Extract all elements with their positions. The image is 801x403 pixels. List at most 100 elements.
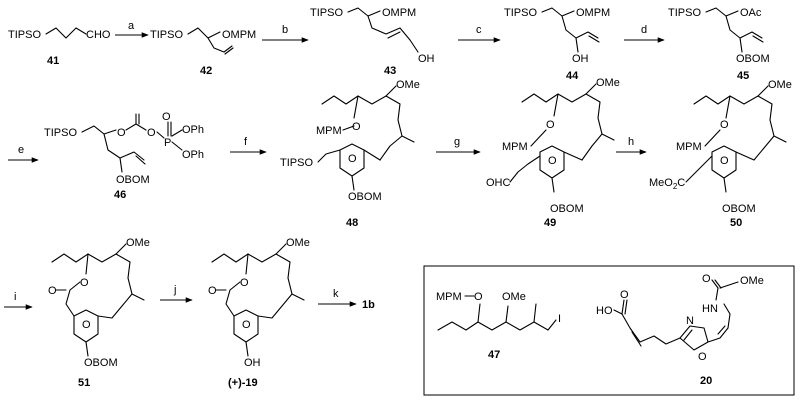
bond-carbamate-o bbox=[711, 279, 719, 289]
bond-backbone-top bbox=[557, 93, 601, 103]
group-oph-1: OPh bbox=[182, 124, 204, 136]
bond-methyl bbox=[131, 293, 145, 301]
bond-backbone-right bbox=[379, 103, 403, 161]
group-ring-o: O bbox=[720, 155, 729, 167]
compound-number: 51 bbox=[78, 377, 90, 389]
bond-to-i bbox=[547, 319, 557, 331]
bond-backbone-right bbox=[271, 261, 293, 319]
bond-double bbox=[224, 47, 234, 55]
group-oh: OH bbox=[244, 357, 261, 369]
group-oh: OH bbox=[418, 53, 435, 65]
step-label: e bbox=[18, 144, 24, 156]
bond-to-oh bbox=[245, 341, 249, 357]
group-ome: OMe bbox=[768, 79, 792, 91]
bond-to-o bbox=[353, 95, 359, 119]
compound-number: 46 bbox=[114, 189, 126, 201]
ring-thp bbox=[711, 145, 737, 179]
bond-p-oph2 bbox=[171, 141, 183, 151]
reaction-arrow-a: a bbox=[115, 20, 149, 38]
bond-to-obom bbox=[351, 175, 355, 191]
reaction-arrow-j: j bbox=[160, 284, 193, 303]
compound-number: 43 bbox=[384, 65, 396, 77]
bond-co bbox=[621, 299, 625, 315]
group-tipso: TIPSO bbox=[504, 7, 537, 19]
compound-1b: 1b bbox=[362, 299, 375, 311]
group-lactone-o: O bbox=[80, 277, 89, 289]
reaction-arrow-e: e bbox=[8, 144, 39, 163]
bond-to-obom bbox=[85, 341, 89, 357]
group-o: O bbox=[720, 119, 729, 131]
group-ring-o: O bbox=[82, 319, 91, 331]
bond-lactone-left bbox=[65, 281, 81, 317]
bond-chain bbox=[81, 125, 117, 135]
bond-propyl bbox=[211, 253, 249, 263]
bond-allylic-chain bbox=[367, 15, 419, 53]
compound-number: 44 bbox=[566, 70, 579, 82]
group-o: O bbox=[546, 119, 555, 131]
group-obom: OBOM bbox=[116, 174, 150, 186]
group-ome: OMe bbox=[596, 77, 620, 89]
bond-ring-link bbox=[97, 315, 113, 319]
group-ring-o: O bbox=[348, 153, 357, 165]
step-label: g bbox=[454, 136, 460, 148]
bond-side-chain bbox=[685, 155, 713, 183]
bond-double bbox=[387, 31, 401, 39]
bond-cis-double bbox=[631, 331, 642, 347]
bond-double bbox=[588, 35, 600, 43]
bond-to-obom bbox=[723, 177, 727, 193]
bond-backbone bbox=[725, 15, 763, 39]
group-ome: OMe bbox=[396, 79, 420, 91]
fragments-box bbox=[423, 265, 795, 396]
bond-to-ome bbox=[385, 85, 397, 97]
compound-46: TIPSO O O P O OPh OPh OBOM 46 bbox=[44, 111, 204, 201]
group-p: P bbox=[164, 137, 171, 149]
compound-number: 20 bbox=[700, 375, 712, 387]
reaction-arrow-k: k bbox=[318, 288, 357, 307]
group-ompm: OMPM bbox=[222, 29, 256, 41]
bond-to-o bbox=[85, 253, 89, 275]
bond-to-obom bbox=[119, 157, 123, 173]
bond-oxazole-double bbox=[683, 329, 693, 341]
group-oxazole-o: O bbox=[698, 351, 707, 363]
compound-47: MPM O OMe I 47 bbox=[436, 291, 561, 361]
compound-20: HO O O N HN O OMe 20 bbox=[596, 273, 764, 387]
bond-side-chain bbox=[317, 149, 341, 163]
group-o: O bbox=[352, 121, 361, 133]
group-mpm: MPM bbox=[502, 141, 528, 153]
bond-to-obom bbox=[739, 37, 743, 53]
bond-n-c bbox=[715, 287, 719, 301]
bond-to-obom bbox=[551, 177, 555, 193]
group-ester: MeO2C bbox=[649, 177, 685, 191]
compound-44: TIPSO OMPM OH 44 bbox=[504, 7, 610, 82]
compound-number: 42 bbox=[200, 65, 212, 77]
group-mpm: MPM bbox=[436, 291, 462, 303]
group-oac: OAc bbox=[740, 7, 762, 19]
bond-backbone-top bbox=[247, 253, 291, 263]
group-hn: HN bbox=[702, 303, 718, 315]
bond-propyl bbox=[521, 93, 559, 103]
bond-ring-link bbox=[257, 315, 273, 319]
compound-number: 45 bbox=[737, 70, 749, 82]
group-oxazole-n: N bbox=[686, 315, 694, 327]
group-tipso: TIPSO bbox=[668, 7, 701, 19]
bond-o-p bbox=[156, 131, 165, 139]
bond-cis-alkene bbox=[707, 327, 729, 343]
reaction-arrow-b: b bbox=[262, 24, 309, 43]
ring-thp bbox=[539, 145, 565, 179]
bond-to-o bbox=[725, 95, 731, 119]
group-o: O bbox=[474, 291, 483, 303]
bond-propyl bbox=[321, 95, 359, 105]
bond-chain bbox=[541, 7, 575, 17]
compound-50: MPM O OMe O MeO2C OBOM 50 bbox=[649, 79, 792, 229]
bond-vinyl-ether bbox=[125, 123, 147, 131]
bond-mpm-o bbox=[530, 129, 547, 147]
reaction-arrow-h: h bbox=[616, 136, 647, 155]
compound-51: O OMe O O OBOM 51 bbox=[48, 237, 150, 389]
step-label: b bbox=[282, 24, 288, 36]
group-tipso: TIPSO bbox=[280, 157, 313, 169]
bond-chain bbox=[187, 27, 221, 39]
bond-chain bbox=[621, 313, 681, 345]
group-oh: OH bbox=[572, 53, 589, 65]
bond-to-o bbox=[553, 93, 559, 117]
bond-p-oph1 bbox=[171, 129, 183, 137]
